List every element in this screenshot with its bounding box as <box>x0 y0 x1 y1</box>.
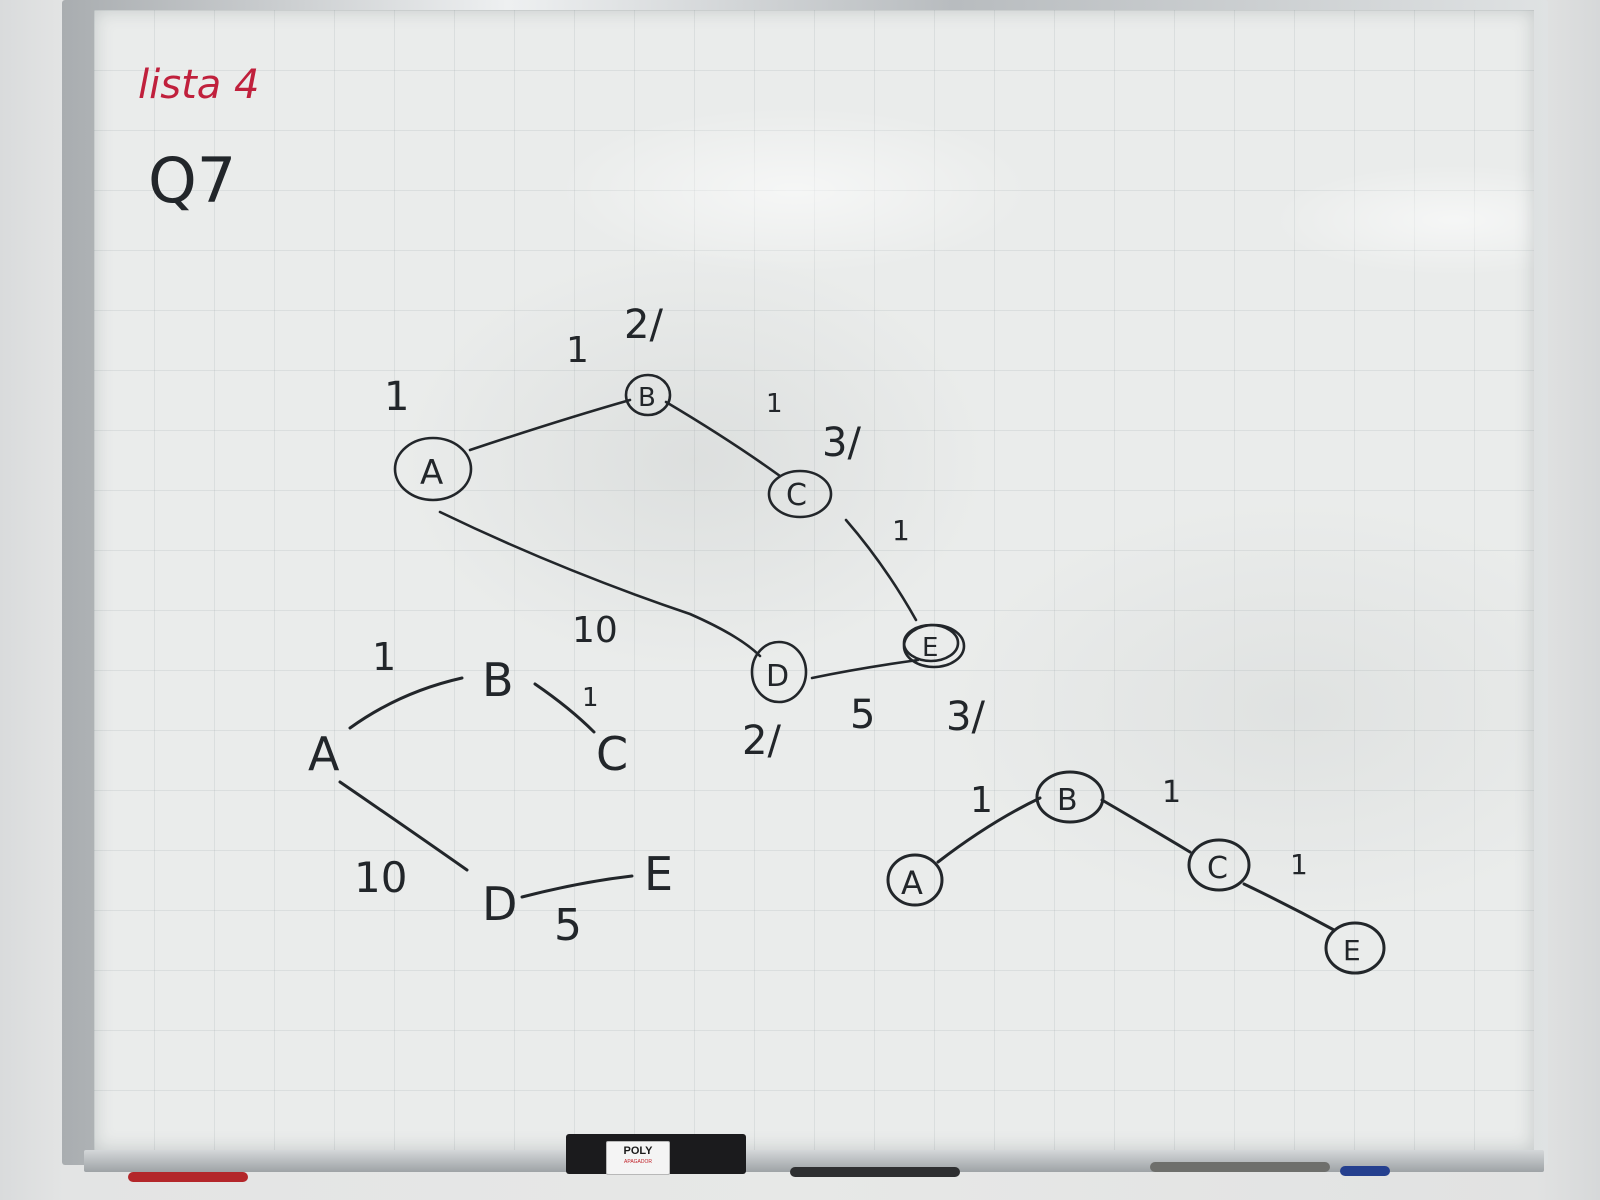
edge-b-c <box>533 682 596 734</box>
edge-b-c <box>1100 798 1192 854</box>
node-e-label: E <box>1343 934 1361 967</box>
node-c-circle <box>767 469 833 519</box>
node-c-circle <box>1187 838 1251 892</box>
shortest-path-tree-labels: A B C E 1 1 1 <box>901 775 1361 967</box>
black-marker[interactable] <box>790 1167 960 1177</box>
weight-c-e: 1 <box>1290 848 1308 881</box>
weight-a-b: 1 <box>970 780 993 821</box>
question-label: Q7 <box>148 144 236 217</box>
weight-a-d: 10 <box>354 853 407 902</box>
whiteboard-surface <box>94 10 1534 1150</box>
weight-a-d: 10 <box>572 610 618 651</box>
distance-c: 3/ <box>822 420 861 466</box>
weight-b-c: 1 <box>1162 775 1181 810</box>
node-c-label: C <box>1207 851 1228 886</box>
node-b-label: B <box>482 653 514 707</box>
eraser-label: POLY APAGADOR <box>606 1141 670 1175</box>
weight-a-b: 1 <box>372 635 396 679</box>
shortest-path-graph <box>393 373 966 704</box>
node-b-circle <box>1035 770 1105 824</box>
edge-a-d <box>438 510 762 658</box>
list-title: lista 4 <box>138 62 259 108</box>
edge-b-c <box>664 400 782 478</box>
edge-d-e <box>810 658 920 680</box>
distance-b: 2/ <box>624 302 663 348</box>
edge-a-b <box>468 398 632 452</box>
weight-a-b: 1 <box>566 330 589 371</box>
distance-e: 3/ <box>946 694 985 740</box>
shortest-path-tree <box>886 770 1386 975</box>
shortest-path-labels: A B C D E 1 2/ 3/ 2/ 3/ 1 1 1 10 5 <box>384 302 985 764</box>
eraser-model: APAGADOR <box>624 1159 652 1165</box>
weight-d-e: 5 <box>554 900 582 951</box>
weight-b-c: 1 <box>766 389 783 419</box>
node-d-label: D <box>482 877 517 931</box>
grey-marker[interactable] <box>1150 1162 1330 1172</box>
node-b-label: B <box>1057 783 1078 818</box>
node-e-label: E <box>644 847 673 901</box>
whiteboard-eraser[interactable]: POLY APAGADOR <box>566 1134 746 1175</box>
eraser-brand: POLY <box>623 1145 653 1157</box>
blue-marker[interactable] <box>1340 1166 1390 1176</box>
edge-a-b <box>348 676 464 730</box>
node-b-label: B <box>638 383 656 413</box>
node-a-label: A <box>308 727 340 781</box>
weight-c-e: 1 <box>892 514 910 547</box>
edge-d-e <box>520 874 634 899</box>
original-graph <box>338 676 634 899</box>
node-a-label: A <box>420 453 443 493</box>
edge-a-d <box>338 780 469 872</box>
node-e-circle <box>1324 921 1386 975</box>
original-graph-labels: A B C D E 1 1 10 5 <box>308 635 673 951</box>
distance-d: 2/ <box>742 718 781 764</box>
node-c-label: C <box>786 478 807 513</box>
node-c-label: C <box>596 727 628 781</box>
node-a-circle <box>393 436 473 502</box>
edge-c-e <box>1242 882 1336 932</box>
red-marker[interactable] <box>128 1172 248 1182</box>
node-e-label: E <box>922 633 938 663</box>
edge-c-e <box>844 518 918 622</box>
node-a-label: A <box>901 864 923 902</box>
node-e-circle-overstroke <box>902 623 960 663</box>
node-b-circle <box>624 373 672 417</box>
weight-b-c: 1 <box>582 683 599 713</box>
node-d-circle <box>750 640 808 704</box>
node-a-circle <box>886 853 944 907</box>
node-d-label: D <box>766 659 789 694</box>
edge-a-b <box>936 796 1042 864</box>
distance-a: 1 <box>384 374 409 420</box>
weight-d-e: 5 <box>850 692 875 738</box>
